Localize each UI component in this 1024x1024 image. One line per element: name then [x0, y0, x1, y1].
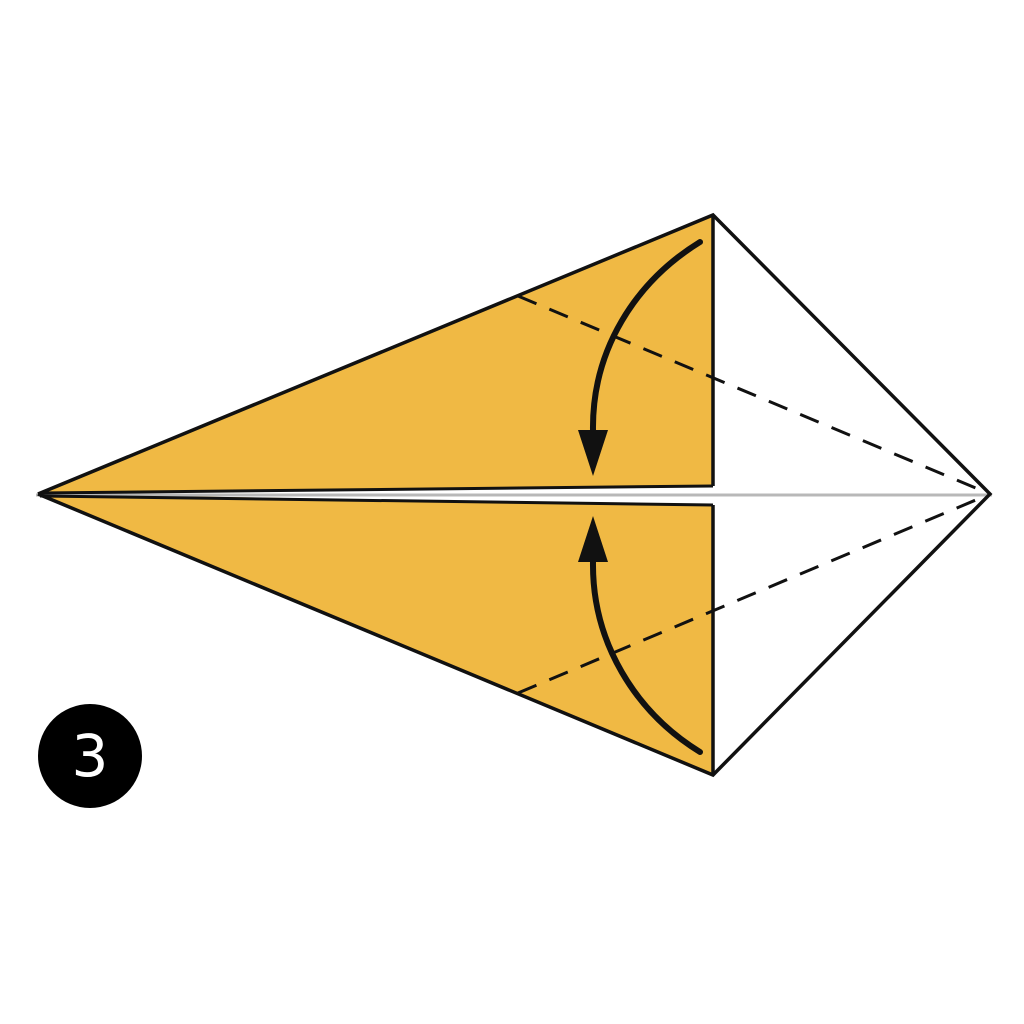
- upper-flap-center-edge: [39, 484, 714, 495]
- step-number-badge: 3: [38, 704, 142, 808]
- fold-arrow-up-icon: [578, 516, 703, 755]
- lower-flap-center-edge: [39, 494, 714, 507]
- fold-arrow-down-icon: [578, 239, 703, 476]
- lower-dashed-fold-line: [517, 492, 991, 695]
- upper-dashed-fold-line: [517, 294, 991, 496]
- step-number: 3: [71, 722, 109, 790]
